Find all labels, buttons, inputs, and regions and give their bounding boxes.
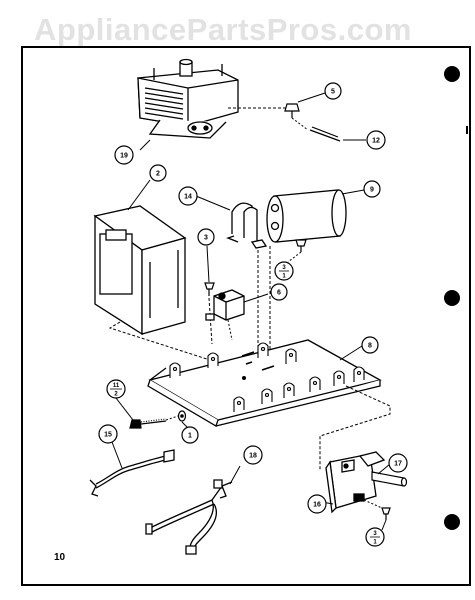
svg-text:6: 6 (277, 290, 281, 297)
edge-mark (466, 126, 468, 134)
svg-text:19: 19 (120, 153, 128, 160)
svg-text:18: 18 (249, 453, 257, 460)
fuse-holder (205, 289, 245, 321)
capacitor (266, 189, 347, 243)
svg-text:8: 8 (368, 343, 372, 350)
svg-text:14: 14 (184, 194, 192, 201)
callout-14: 14 (178, 186, 198, 206)
callout-9: 9 (363, 180, 381, 198)
callout-1: 1 (181, 426, 199, 444)
callout-3-over-1-upper: 3 1 (274, 261, 294, 281)
svg-text:1: 1 (282, 274, 286, 280)
svg-text:2: 2 (114, 392, 118, 398)
svg-text:9: 9 (370, 187, 374, 194)
callout-8: 8 (361, 336, 379, 354)
watermark: AppliancePartsPros.com (34, 12, 412, 47)
svg-text:3: 3 (282, 265, 286, 271)
callout-17: 17 (388, 453, 408, 473)
svg-text:11: 11 (113, 383, 120, 389)
callout-12: 12 (366, 130, 386, 150)
svg-text:1: 1 (373, 540, 377, 546)
callout-3: 3 (197, 228, 215, 246)
base-plate (147, 339, 382, 427)
svg-text:1: 1 (188, 433, 192, 440)
wire-lead-12 (309, 126, 341, 142)
transformer (93, 205, 187, 336)
svg-text:17: 17 (394, 461, 402, 468)
binder-hole-top (444, 66, 460, 82)
switch-bracket (325, 451, 386, 514)
svg-text:5: 5 (331, 89, 335, 96)
callout-5: 5 (324, 82, 342, 100)
binder-hole-middle (444, 290, 460, 306)
svg-text:2: 2 (156, 171, 160, 178)
page-frame (21, 46, 471, 586)
bracket-screw (381, 507, 391, 520)
callout-11-over-2: 11 2 (106, 379, 126, 399)
callout-2: 2 (149, 164, 167, 182)
callout-18: 18 (243, 445, 263, 465)
magnetron (137, 58, 239, 139)
washer (177, 410, 187, 422)
svg-text:16: 16 (313, 502, 321, 509)
svg-text:3: 3 (204, 235, 208, 242)
capacitor-bracket (226, 202, 268, 249)
thermal-cutout (284, 103, 300, 118)
plate-slots (241, 351, 275, 371)
fuse (371, 471, 408, 487)
plate-tabs (169, 342, 365, 412)
callout-6: 6 (270, 283, 288, 301)
plate-hole (242, 376, 246, 380)
page-number: 10 (54, 552, 66, 563)
callout-19: 19 (114, 145, 134, 165)
wire-harness-15 (89, 449, 175, 497)
mounting-screw (129, 418, 167, 429)
capacitor-screw (295, 239, 307, 252)
svg-text:12: 12 (372, 138, 380, 145)
callout-15: 15 (98, 424, 118, 444)
binder-hole-bottom (444, 514, 460, 530)
svg-text:3: 3 (373, 531, 377, 537)
callout-3-over-1-lower: 3 1 (365, 527, 385, 547)
wire-harness-18 (145, 479, 233, 555)
callout-16: 16 (307, 494, 327, 514)
screw-3 (204, 282, 215, 296)
svg-text:15: 15 (104, 432, 112, 439)
